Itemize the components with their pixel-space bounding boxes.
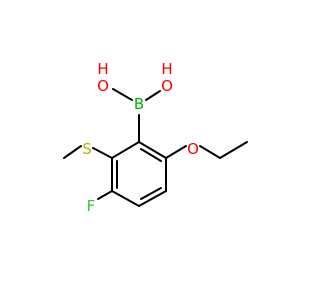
bonds — [63, 88, 248, 207]
atom-fluorine: F — [87, 197, 96, 215]
bond-ch2-ch3 — [219, 141, 248, 159]
ring-bond-3 — [138, 190, 167, 207]
atom-labels: H O H O B S O F — [82, 60, 199, 215]
atom-h-right: H — [161, 60, 172, 78]
atom-sulfur: S — [82, 140, 92, 158]
bond-s-ch3 — [63, 145, 82, 159]
atom-boron: B — [134, 95, 144, 113]
ring-bond-1 — [138, 141, 167, 159]
bond-o-ch2 — [199, 145, 221, 159]
atom-h-left: H — [97, 60, 108, 78]
bond-b-o-right — [145, 90, 161, 101]
ring-bond-4 — [111, 190, 140, 207]
bond-c-f — [97, 190, 113, 200]
atom-o-left: O — [97, 77, 109, 95]
molecule-canvas: H O H O B S O F — [63, 60, 248, 215]
ring-double-bond-1 — [140, 148, 162, 162]
ring-double-bond-2 — [140, 187, 162, 200]
molecule-structure: H O H O B S O F — [63, 60, 248, 215]
bond-c-s — [92, 147, 113, 159]
atom-oxygen-ether: O — [187, 140, 199, 158]
ring-bond-6 — [111, 141, 140, 159]
bond-c-o-ether — [165, 145, 187, 159]
bond-b-o-left — [112, 88, 133, 101]
atom-o-right: O — [161, 77, 173, 95]
